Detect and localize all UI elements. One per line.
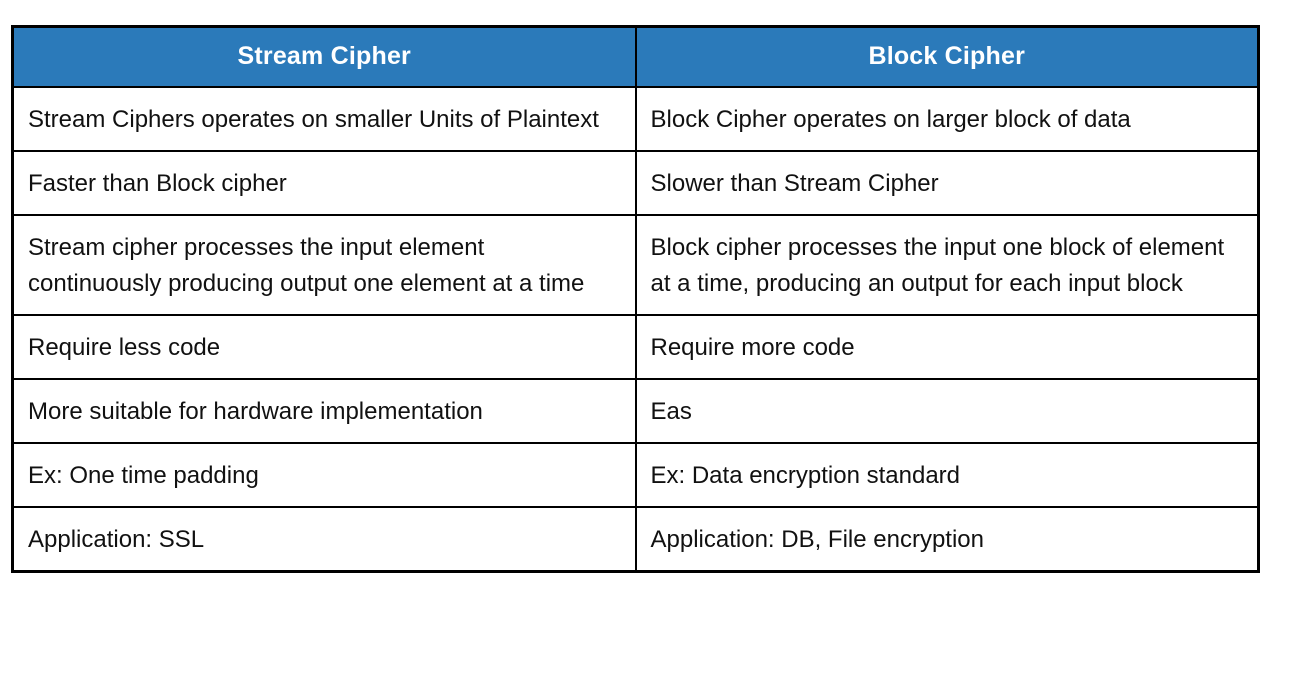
block-cipher-cell: Slower than Stream Cipher <box>634 149 1260 216</box>
stream-cipher-cell: Stream cipher processes the input elemen… <box>11 213 637 316</box>
table-row: Stream Ciphers operates on smaller Units… <box>11 85 1260 152</box>
table-row: Faster than Block cipher Slower than Str… <box>11 149 1260 216</box>
table-row: More suitable for hardware implementatio… <box>11 377 1260 444</box>
stream-cipher-cell: Stream Ciphers operates on smaller Units… <box>11 85 637 152</box>
table-row: Application: SSL Application: DB, File e… <box>11 505 1260 572</box>
block-cipher-cell: Application: DB, File encryption <box>634 505 1260 572</box>
table-body: Stream Ciphers operates on smaller Units… <box>11 85 1260 572</box>
table-row: Ex: One time padding Ex: Data encryption… <box>11 441 1260 508</box>
stream-cipher-cell: Require less code <box>11 313 637 380</box>
table-row: Require less code Require more code <box>11 313 1260 380</box>
block-cipher-cell: Require more code <box>634 313 1260 380</box>
stream-cipher-cell: Faster than Block cipher <box>11 149 637 216</box>
table-head: Stream Cipher Block Cipher <box>11 25 1260 88</box>
table-row: Stream cipher processes the input elemen… <box>11 213 1260 316</box>
block-cipher-cell: Ex: Data encryption standard <box>634 441 1260 508</box>
stream-cipher-cell: More suitable for hardware implementatio… <box>11 377 637 444</box>
block-cipher-cell: Eas <box>634 377 1260 444</box>
column-header-stream-cipher: Stream Cipher <box>11 25 637 88</box>
stream-cipher-cell: Application: SSL <box>11 505 637 572</box>
column-header-block-cipher: Block Cipher <box>634 25 1260 88</box>
stream-cipher-cell: Ex: One time padding <box>11 441 637 508</box>
block-cipher-cell: Block Cipher operates on larger block of… <box>634 85 1260 152</box>
header-row: Stream Cipher Block Cipher <box>11 25 1260 88</box>
cipher-comparison-table: Stream Cipher Block Cipher Stream Cipher… <box>11 25 1260 573</box>
block-cipher-cell: Block cipher processes the input one blo… <box>634 213 1260 316</box>
